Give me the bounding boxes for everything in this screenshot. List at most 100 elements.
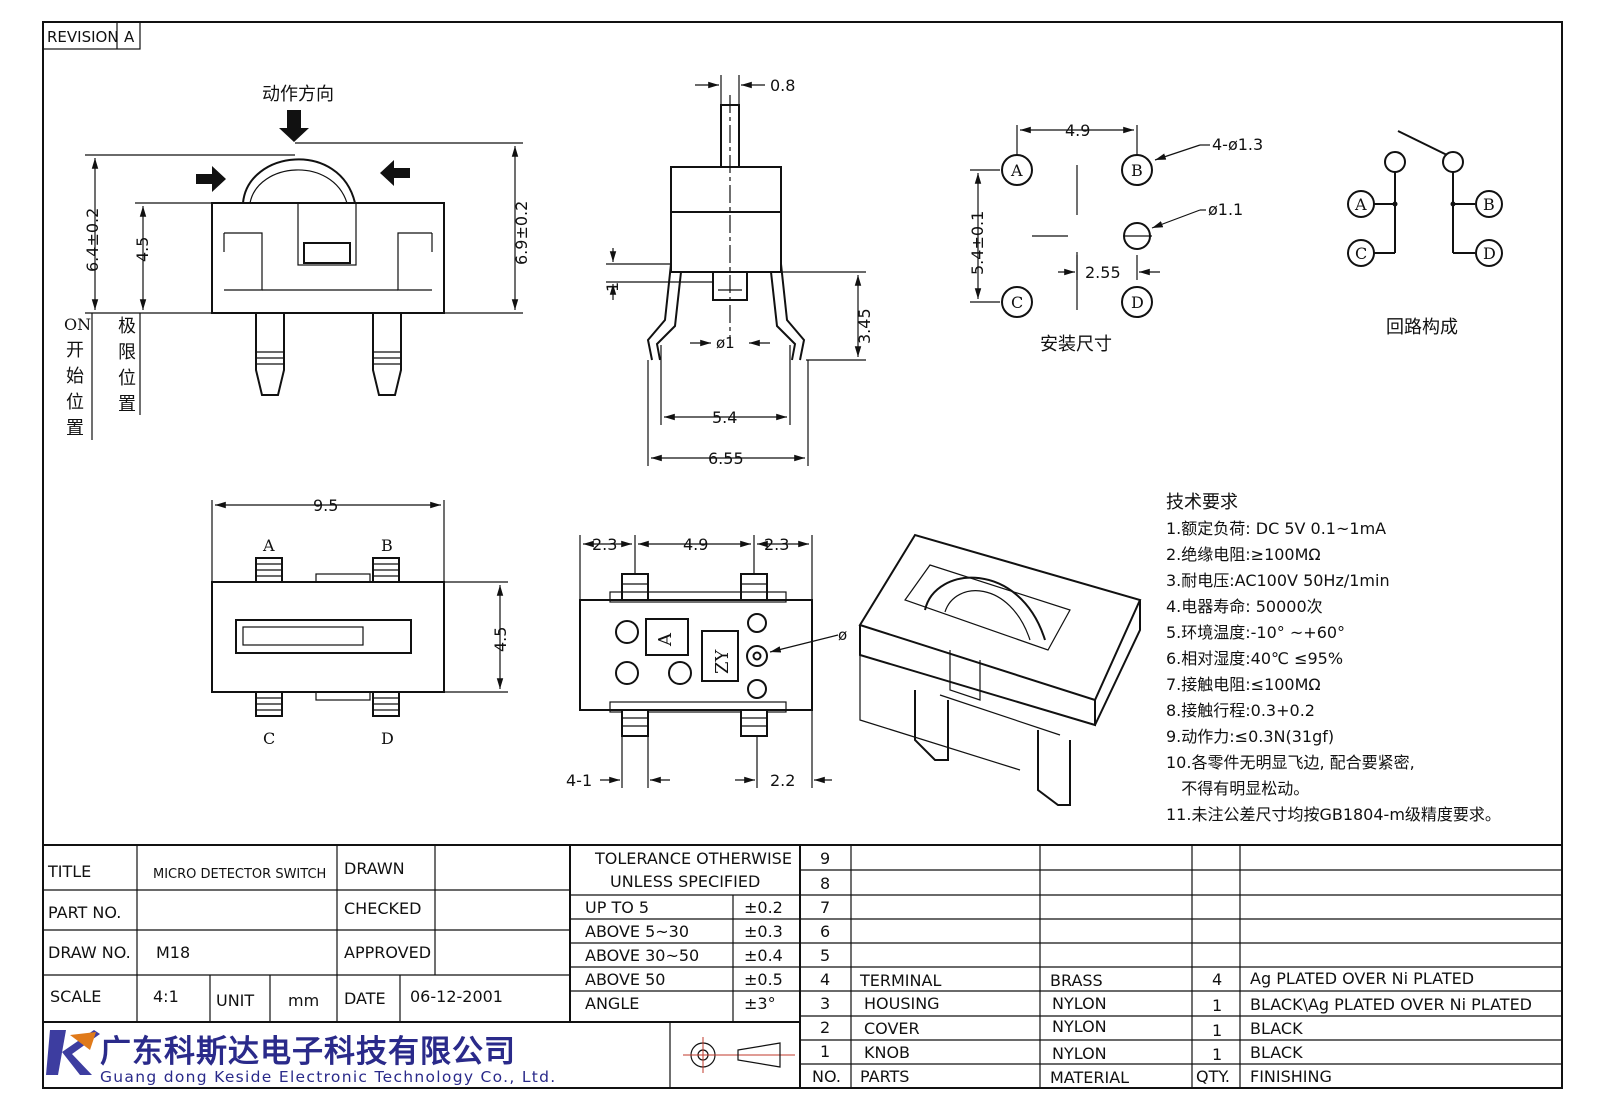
- bottom-pin-tr: [740, 573, 768, 601]
- svg-text:ON: ON: [64, 315, 91, 334]
- bom-row-no: 7: [820, 898, 830, 917]
- tol-range: UP TO 5: [585, 898, 649, 917]
- tech-item: 2.绝缘电阻:≥100MΩ: [1166, 545, 1321, 564]
- dim-6-55: 6.55: [708, 449, 744, 468]
- tech-title: 技术要求: [1166, 492, 1238, 513]
- svg-text:位: 位: [118, 368, 136, 389]
- svg-text:A: A: [1354, 195, 1367, 214]
- bom-row: 2 COVER NYLON 1 BLACK: [820, 1017, 1303, 1040]
- circuit-pin-a: A: [1347, 190, 1375, 218]
- tol-value: ±0.2: [744, 898, 783, 917]
- svg-text:BLACK\Ag PLATED OVER Ni PLATED: BLACK\Ag PLATED OVER Ni PLATED: [1250, 995, 1532, 1014]
- tech-item: 3.耐电压:AC100V 50Hz/1min: [1166, 571, 1390, 590]
- svg-text:BLACK: BLACK: [1250, 1019, 1303, 1038]
- bottom-view: A ZY ø 2.3 4.9 2.3 4-1 2.2: [566, 535, 847, 790]
- svg-text:D: D: [1483, 244, 1496, 263]
- limit-position-label: 极 限 位 置: [118, 316, 136, 415]
- bottom-pin-br: [740, 709, 768, 737]
- svg-text:2: 2: [820, 1018, 830, 1037]
- dim-5-4: 5.4: [712, 408, 737, 427]
- bom-row-no: 9: [820, 849, 830, 868]
- svg-text:置: 置: [118, 394, 136, 415]
- svg-text:1: 1: [1212, 1021, 1222, 1040]
- svg-text:COVER: COVER: [864, 1019, 920, 1038]
- tol-value: ±0.3: [744, 922, 783, 941]
- svg-text:D: D: [381, 729, 394, 748]
- top-pin-a: A: [255, 536, 283, 583]
- dim-4-1: 4-1: [566, 771, 592, 790]
- svg-text:D: D: [1131, 293, 1144, 312]
- revision-box: REVISION A: [42, 21, 141, 50]
- tol-value: ±0.5: [744, 970, 783, 989]
- scale-label: SCALE: [50, 987, 101, 1006]
- bom-row-no: 8: [820, 874, 830, 893]
- svg-text:A: A: [262, 536, 275, 555]
- dim-phi1: ø1: [716, 334, 735, 352]
- svg-text:位: 位: [66, 392, 84, 413]
- svg-text:4: 4: [1212, 970, 1222, 989]
- action-arrow-left: [380, 160, 410, 186]
- action-arrow-down: [279, 110, 309, 142]
- dim-2-55: 2.55: [1085, 263, 1121, 282]
- action-direction-label: 动作方向: [262, 84, 334, 105]
- svg-text:1: 1: [1212, 996, 1222, 1015]
- drawn-label: DRAWN: [344, 859, 405, 878]
- date-label: DATE: [344, 989, 386, 1008]
- dim-0-8: 0.8: [770, 76, 795, 95]
- action-arrow-right: [196, 166, 226, 192]
- tech-item: 1.额定负荷: DC 5V 0.1~1mA: [1166, 519, 1386, 538]
- bottom-center-hole: [746, 645, 768, 667]
- dim-5-4-mount: 5.4±0.1: [968, 211, 987, 275]
- front-view: 动作方向: [64, 84, 531, 440]
- svg-text:Ag PLATED OVER Ni PLATED: Ag PLATED OVER Ni PLATED: [1250, 969, 1474, 988]
- tol-value: ±0.4: [744, 946, 783, 965]
- title-label: TITLE: [47, 862, 91, 881]
- circuit-pin-d: D: [1475, 239, 1503, 267]
- svg-text:3: 3: [820, 994, 830, 1013]
- dim-4-5-right: 4.5: [491, 627, 510, 652]
- tolerance-title-2: UNLESS SPECIFIED: [610, 872, 760, 891]
- tech-item: 11.未注公差尺寸均按GB1804-m级精度要求。: [1166, 805, 1501, 824]
- dim-3-45: 3.45: [855, 308, 874, 344]
- svg-text:极: 极: [118, 316, 136, 337]
- side-body: [670, 166, 782, 273]
- svg-text:4: 4: [820, 970, 830, 989]
- dim-6-4: 6.4±0.2: [83, 208, 102, 272]
- svg-text:置: 置: [66, 418, 84, 439]
- dim-4-9-bottom: 4.9: [683, 535, 708, 554]
- dim-2-3-right: 2.3: [764, 535, 789, 554]
- tech-item: 6.相对湿度:40℃ ≤95%: [1166, 649, 1343, 668]
- projection-symbol: [683, 1037, 795, 1073]
- bottom-pin-bl: [621, 709, 649, 737]
- company-name-en: Guang dong Keside Electronic Technology …: [100, 1068, 557, 1086]
- tech-item: 7.接触电阻:≤100MΩ: [1166, 675, 1321, 694]
- bom-header: NO. PARTS MATERIAL QTY. FINISHING: [812, 1067, 1332, 1087]
- draw-no-value: M18: [156, 943, 190, 962]
- tolerance-title-1: TOLERANCE OTHERWISE: [594, 849, 792, 868]
- knob-arc: [242, 158, 356, 204]
- tol-range: ABOVE 50: [585, 970, 665, 989]
- svg-text:TERMINAL: TERMINAL: [859, 971, 941, 990]
- svg-text:NYLON: NYLON: [1052, 994, 1107, 1013]
- svg-text:NYLON: NYLON: [1052, 1044, 1107, 1063]
- tech-item: 9.动作力:≤0.3N(31gf): [1166, 727, 1334, 746]
- svg-text:BRASS: BRASS: [1050, 971, 1103, 990]
- bom-row-no: 6: [820, 922, 830, 941]
- svg-text:A: A: [1010, 161, 1023, 180]
- tol-value: ±3°: [744, 994, 776, 1013]
- tol-range: ANGLE: [585, 994, 639, 1013]
- front-pin-right: [372, 313, 402, 396]
- svg-text:NYLON: NYLON: [1052, 1017, 1107, 1036]
- side-view: 0.8 1 3.45 ø1 5.4 6.55: [603, 75, 874, 468]
- svg-text:限: 限: [118, 342, 136, 363]
- svg-text:B: B: [381, 536, 393, 555]
- isometric-view: [858, 533, 1142, 806]
- dim-phi11: ø1.1: [1208, 200, 1243, 219]
- hole-c: C: [1001, 286, 1033, 318]
- mounting-layout: A B C D 4.9 4-ø1.3 ø1.1: [968, 121, 1263, 355]
- dim-9-5: 9.5: [313, 496, 338, 515]
- top-pin-c: C: [255, 691, 283, 748]
- part-no-label: PART NO.: [48, 903, 121, 922]
- svg-text:NO.: NO.: [812, 1067, 841, 1086]
- circuit-diagram: A C B D 回路构成: [1347, 130, 1503, 338]
